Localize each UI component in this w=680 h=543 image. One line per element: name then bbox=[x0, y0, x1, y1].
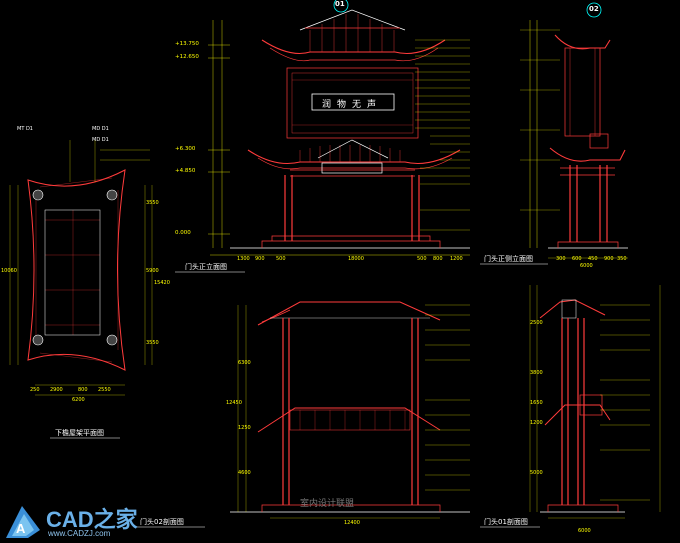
dim-label: 900 bbox=[604, 256, 614, 262]
dim-label: 500 bbox=[417, 256, 427, 262]
tag-label: MT D1 bbox=[17, 126, 33, 132]
section-bubble-02: 02 bbox=[589, 5, 599, 13]
dim-label: 300 bbox=[556, 256, 566, 262]
dim-label: 12450 bbox=[226, 400, 242, 406]
dim-label: 4600 bbox=[238, 470, 251, 476]
tag-label: MD D1 bbox=[92, 137, 109, 143]
dim-label: 1250 bbox=[238, 425, 251, 431]
dim-label: 2500 bbox=[530, 320, 543, 326]
dim-label: 6300 bbox=[238, 360, 251, 366]
view-title-front: 门头正立面图 bbox=[185, 263, 227, 271]
dim-label: 5900 bbox=[146, 268, 159, 274]
view-title-section-01: 门头01剖面图 bbox=[484, 518, 528, 526]
logo-mark-text: A bbox=[16, 521, 26, 536]
section-bubble-01: 01 bbox=[335, 0, 345, 8]
dim-label: 2550 bbox=[98, 387, 111, 393]
side-elevation bbox=[520, 29, 628, 259]
section-01 bbox=[529, 285, 661, 519]
section-02 bbox=[230, 301, 470, 519]
view-title-side: 门头正侧立面图 bbox=[484, 255, 533, 263]
level-label: +4.850 bbox=[175, 168, 196, 174]
cadzj-logo: A CAD之家 www.CADZJ.com bbox=[2, 500, 172, 542]
dim-label: 3550 bbox=[146, 200, 159, 206]
dim-label: 15420 bbox=[154, 280, 170, 286]
level-label: 0.000 bbox=[175, 230, 191, 236]
level-label: +6.300 bbox=[175, 146, 196, 152]
roof-plan bbox=[9, 140, 153, 396]
dim-label: 450 bbox=[588, 256, 598, 262]
dim-label: 3550 bbox=[146, 340, 159, 346]
logo-url: www.CADZJ.com bbox=[48, 529, 111, 538]
dim-label: 600 bbox=[572, 256, 582, 262]
dim-label: 350 bbox=[617, 256, 627, 262]
view-title-roof-plan: 下檐屋架平面图 bbox=[55, 429, 104, 437]
dim-label: 5000 bbox=[530, 470, 543, 476]
dim-label: 500 bbox=[276, 256, 286, 262]
dim-label: 6000 bbox=[580, 263, 593, 269]
watermark-text: 室内设计联盟 bbox=[300, 499, 355, 509]
dim-label: 1300 bbox=[237, 256, 250, 262]
dim-label: 12400 bbox=[344, 520, 360, 526]
dim-label: 1200 bbox=[530, 420, 543, 426]
dim-label: 2900 bbox=[50, 387, 63, 393]
level-label: +13.750 bbox=[175, 41, 199, 47]
view-title-section-02: 门头02剖面图 bbox=[140, 518, 184, 526]
sign-board-text: 润物无声 bbox=[322, 100, 383, 110]
dim-label: 250 bbox=[30, 387, 40, 393]
dim-label: 800 bbox=[78, 387, 88, 393]
dim-label: 1200 bbox=[450, 256, 463, 262]
dim-label: 18000 bbox=[348, 256, 364, 262]
dim-label: 3800 bbox=[530, 370, 543, 376]
logo-name: CAD之家 bbox=[46, 507, 138, 532]
dim-label: 900 bbox=[255, 256, 265, 262]
dim-label: 6000 bbox=[578, 528, 591, 534]
dim-label: 6200 bbox=[72, 397, 85, 403]
level-label: +12.650 bbox=[175, 54, 199, 60]
front-elevation bbox=[208, 9, 538, 256]
logo-mark-icon: A bbox=[6, 506, 40, 538]
dim-label: 800 bbox=[433, 256, 443, 262]
dim-label: 1650 bbox=[530, 400, 543, 406]
tag-label: MD D1 bbox=[92, 126, 109, 132]
dim-label: 10060 bbox=[1, 268, 17, 274]
